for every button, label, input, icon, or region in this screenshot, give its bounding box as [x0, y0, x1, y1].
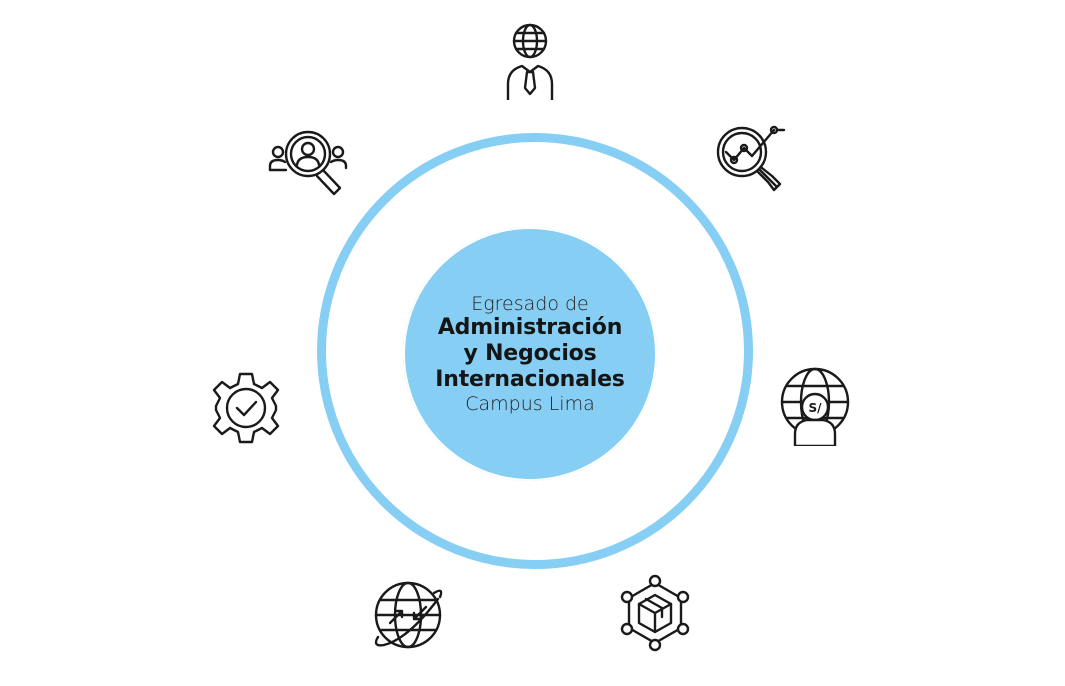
globe-businessman-icon — [490, 20, 570, 100]
talent-search-icon — [268, 122, 348, 202]
center-label-line-1: Egresado de — [471, 293, 589, 315]
global-exchange-icon — [368, 575, 448, 655]
center-circle — [403, 227, 657, 481]
center-label-line-3: y Negocios — [463, 341, 597, 366]
center-label-line-4: Internacionales — [435, 367, 625, 392]
center-label: Egresado de Administración y Negocios In… — [403, 227, 657, 481]
svg-text:S/: S/ — [808, 401, 822, 415]
analytics-magnifier-icon — [708, 118, 788, 198]
settings-check-icon — [206, 368, 286, 448]
logistics-network-box-icon — [615, 573, 695, 653]
center-label-line-5: Campus Lima — [465, 393, 595, 415]
global-currency-person-icon: S/ — [775, 366, 855, 446]
outer-ring — [317, 133, 753, 569]
center-label-line-2: Administración — [437, 315, 623, 340]
